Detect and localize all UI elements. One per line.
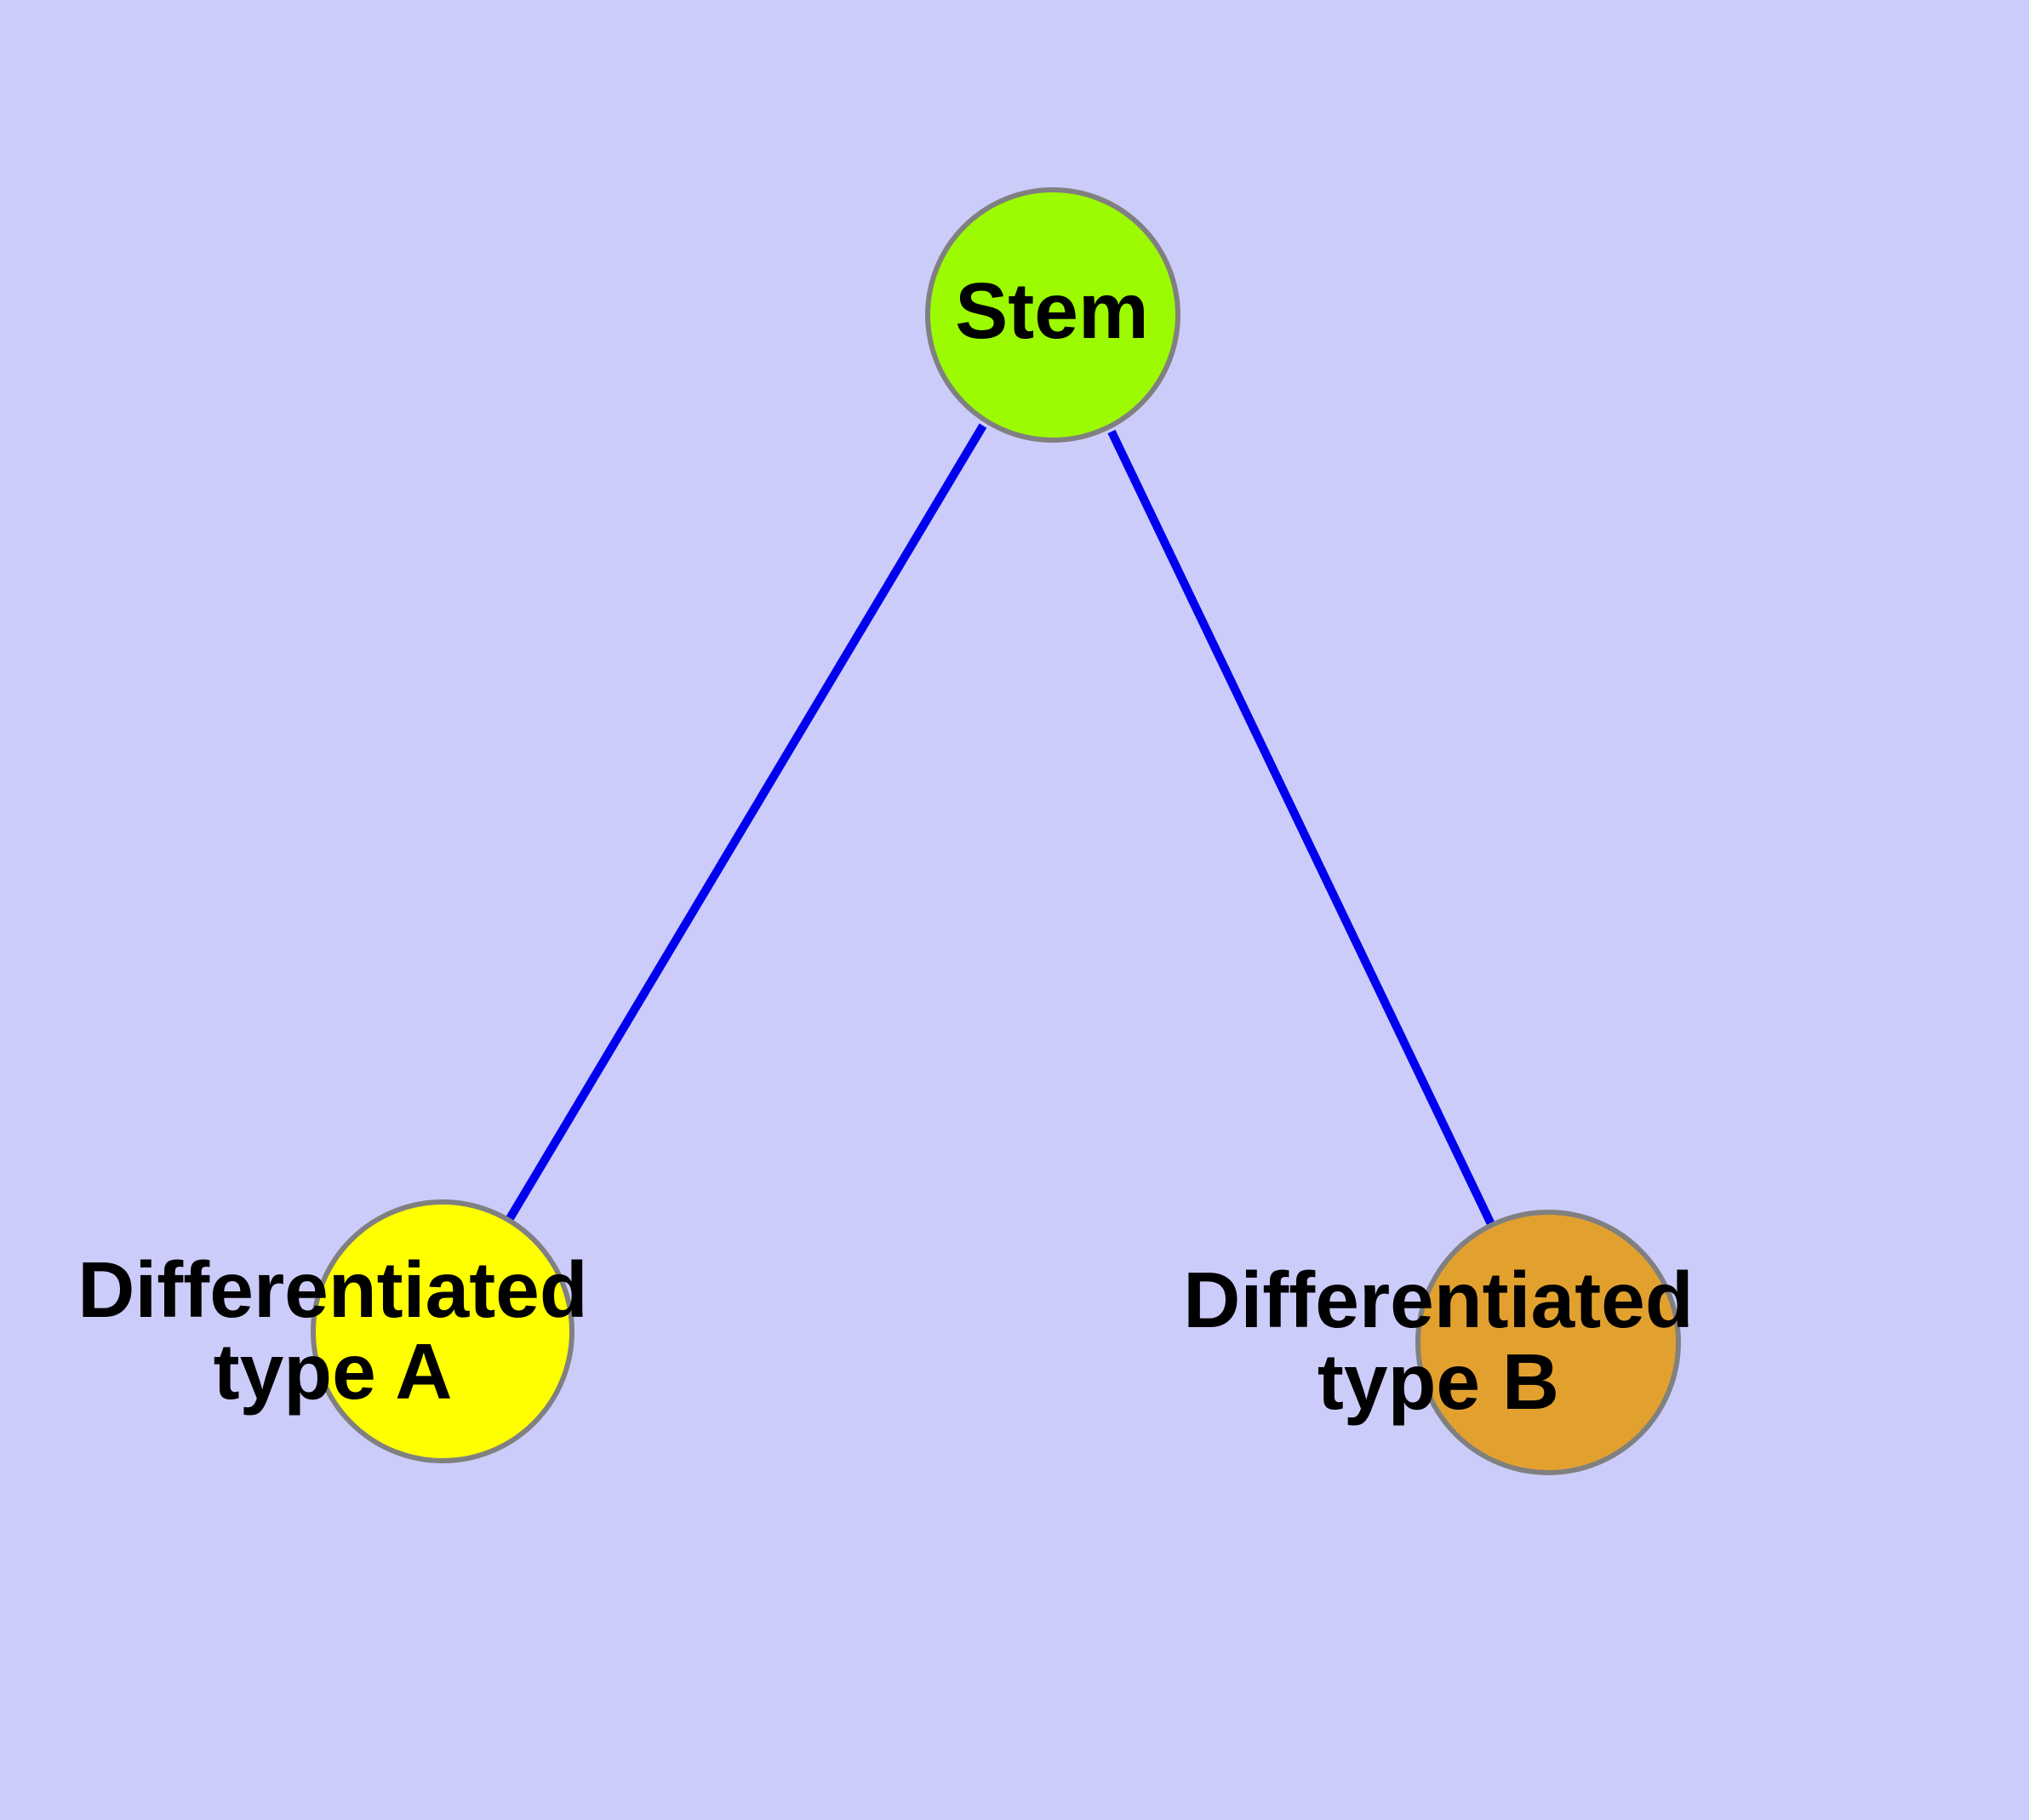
- node-differentiated-type-a[interactable]: [311, 1199, 574, 1463]
- node-label-line: type A: [214, 1326, 453, 1415]
- node-label-line: type B: [1317, 1336, 1559, 1425]
- node-differentiated-type-b[interactable]: [1415, 1210, 1681, 1475]
- nodes-layer: [311, 187, 1681, 1475]
- node-differentiated-type-a-circle[interactable]: [311, 1199, 574, 1463]
- edges-layer: [505, 423, 1495, 1227]
- edge-stem-to-differentiated-type-a[interactable]: [505, 423, 987, 1222]
- node-stem[interactable]: [925, 187, 1180, 443]
- node-differentiated-type-b-circle[interactable]: [1415, 1210, 1681, 1475]
- node-label-line: Differentiated: [77, 1245, 587, 1334]
- node-label-line: Stem: [955, 266, 1148, 355]
- node-stem-label: Stem: [955, 266, 1148, 355]
- node-label-line: Differentiated: [1183, 1256, 1693, 1344]
- node-stem-circle[interactable]: [925, 187, 1180, 443]
- edge-stem-to-differentiated-type-b[interactable]: [1107, 429, 1495, 1227]
